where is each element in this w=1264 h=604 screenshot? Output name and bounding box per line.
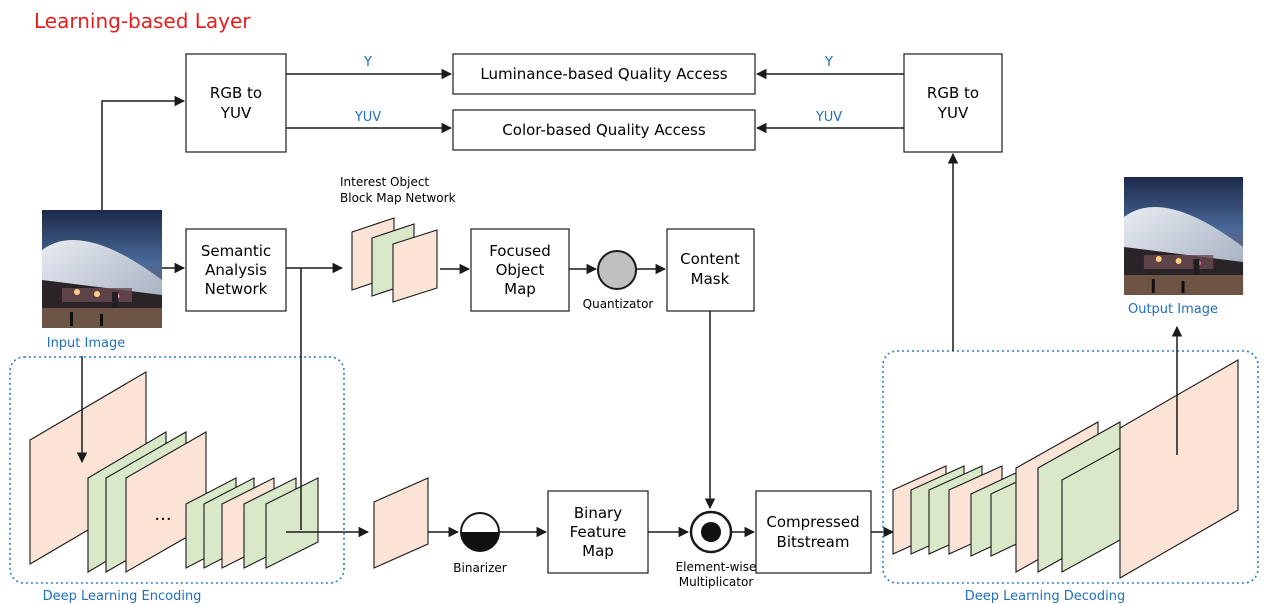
binary-line2: Feature bbox=[570, 523, 627, 541]
decoding-label: Deep Learning Decoding bbox=[965, 589, 1125, 604]
encoding-region bbox=[9, 356, 345, 584]
rgb-to-yuv-right-box: RGB to YUV bbox=[903, 53, 1003, 153]
rgb-yuv-right-line2: YUV bbox=[937, 104, 969, 122]
elementwise-line1: Element-wise bbox=[676, 560, 757, 574]
rgb-yuv-right-line1: RGB to bbox=[927, 84, 979, 102]
label-yuv-right: YUV bbox=[815, 110, 842, 125]
color-quality-box: Color-based Quality Access bbox=[452, 109, 756, 151]
rgb-yuv-left-line1: RGB to bbox=[210, 84, 262, 102]
label-y-right: Y bbox=[824, 55, 833, 70]
multiplicator-icon bbox=[689, 510, 733, 554]
focused-line3: Map bbox=[504, 280, 536, 298]
interest-object-line2: Block Map Network bbox=[340, 191, 456, 205]
content-mask-line2: Mask bbox=[691, 270, 730, 288]
compressed-line2: Bitstream bbox=[777, 533, 850, 551]
arrow-input-to-rgb bbox=[101, 95, 186, 210]
rgb-yuv-left-line2: YUV bbox=[220, 104, 252, 122]
content-mask-box: Content Mask bbox=[666, 228, 755, 312]
input-image-label: Input Image bbox=[47, 336, 126, 351]
quantizer-icon bbox=[597, 250, 637, 290]
rgb-to-yuv-left-box: RGB to YUV bbox=[185, 53, 287, 153]
encoder-feature-maps bbox=[29, 371, 319, 573]
interest-object-maps bbox=[351, 217, 438, 303]
semantic-line2: Analysis bbox=[205, 261, 267, 279]
binarizer-icon bbox=[460, 512, 500, 552]
luminance-quality-box: Luminance-based Quality Access bbox=[452, 53, 756, 95]
label-yuv-left: YUV bbox=[354, 110, 381, 125]
compressed-line1: Compressed bbox=[766, 513, 859, 531]
binary-line3: Map bbox=[582, 542, 614, 560]
semantic-line1: Semantic bbox=[201, 242, 271, 260]
luminance-quality-label: Luminance-based Quality Access bbox=[480, 65, 727, 83]
binary-line1: Binary bbox=[574, 504, 622, 522]
content-mask-line1: Content bbox=[680, 250, 740, 268]
focused-line1: Focused bbox=[489, 242, 551, 260]
output-image bbox=[1124, 177, 1244, 295]
compressed-bitstream-box: Compressed Bitstream bbox=[755, 490, 872, 574]
latent-feature-map bbox=[373, 477, 429, 569]
semantic-line3: Network bbox=[205, 280, 268, 298]
decoding-region bbox=[882, 350, 1259, 584]
focused-object-box: Focused Object Map bbox=[470, 228, 570, 312]
output-image-label: Output Image bbox=[1128, 302, 1218, 317]
semantic-analysis-box: Semantic Analysis Network bbox=[185, 228, 287, 312]
elementwise-line2: Multiplicator bbox=[679, 575, 754, 589]
diagram-title: Learning-based Layer bbox=[34, 9, 251, 33]
encoding-label: Deep Learning Encoding bbox=[43, 589, 202, 604]
decoder-feature-maps bbox=[892, 359, 1239, 579]
interest-object-line1: Interest Object bbox=[340, 175, 429, 189]
ellipsis-label: ... bbox=[154, 504, 171, 525]
input-image bbox=[42, 210, 162, 328]
binarizer-label: Binarizer bbox=[453, 561, 506, 575]
color-quality-label: Color-based Quality Access bbox=[502, 121, 706, 139]
binary-feature-box: Binary Feature Map bbox=[547, 490, 649, 574]
focused-line2: Object bbox=[496, 261, 545, 279]
label-y-left: Y bbox=[363, 55, 372, 70]
quantizator-label: Quantizator bbox=[583, 297, 654, 311]
